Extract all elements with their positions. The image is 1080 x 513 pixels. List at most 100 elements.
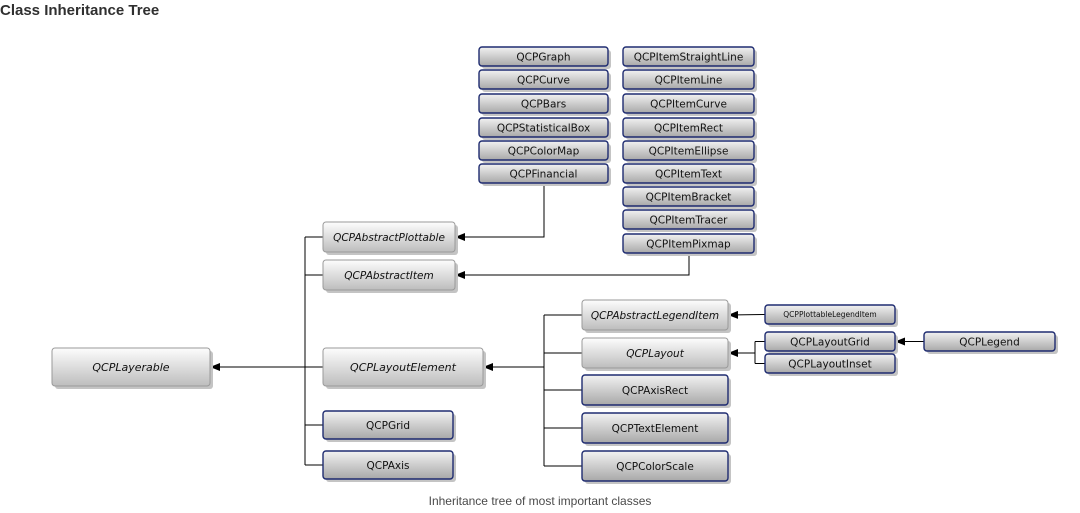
node-box: [764, 331, 896, 352]
node-box: [478, 93, 609, 114]
class-node-qcp-item-pixmap[interactable]: QCPItemPixmap: [622, 233, 757, 256]
class-node-qcp-text-element[interactable]: QCPTextElement: [581, 412, 731, 446]
node-label: QCPLayerable: [92, 361, 169, 374]
node-label: QCPAbstractPlottable: [333, 232, 445, 244]
node-box: [923, 331, 1056, 352]
node-label: QCPItemLine: [655, 74, 723, 86]
node-box: [322, 259, 456, 291]
class-node-qcp-item-text[interactable]: QCPItemText: [622, 163, 757, 186]
node-label: QCPGrid: [366, 420, 410, 432]
node-label: QCPTextElement: [612, 423, 699, 435]
node-box: [478, 140, 609, 161]
node-label: QCPAxisRect: [622, 385, 688, 397]
node-box: [764, 353, 896, 374]
class-node-qcp-layerable[interactable]: QCPLayerable: [51, 347, 213, 389]
class-node-qcp-item-tracer[interactable]: QCPItemTracer: [622, 209, 757, 232]
class-node-qcp-abstract-plottable[interactable]: QCPAbstractPlottable: [322, 221, 458, 255]
node-box: [622, 46, 755, 67]
node-label: QCPFinancial: [510, 168, 578, 180]
node-box: [622, 233, 755, 254]
class-node-qcp-financial[interactable]: QCPFinancial: [478, 163, 611, 186]
class-node-qcp-item-line[interactable]: QCPItemLine: [622, 69, 757, 92]
class-node-qcp-axis[interactable]: QCPAxis: [322, 450, 456, 482]
class-node-qcp-statistical-box[interactable]: QCPStatisticalBox: [478, 117, 611, 140]
connector-lines: [210, 183, 924, 467]
class-nodes: QCPLayerable QCPAbstractPlottableQCPAbstr…: [51, 46, 1058, 484]
node-box: [581, 412, 729, 444]
page-title: Class Inheritance Tree: [0, 2, 160, 19]
node-box: [478, 163, 609, 184]
node-box: [622, 93, 755, 114]
node-label: QCPLayoutGrid: [790, 336, 870, 348]
node-label: QCPItemEllipse: [649, 145, 729, 157]
node-label: QCPAxis: [366, 460, 409, 472]
edge-qcp-plottable-legend-item-to-qcp-abstract-legend-item: [728, 310, 766, 319]
class-node-qcp-item-curve[interactable]: QCPItemCurve: [622, 93, 757, 116]
node-label: QCPItemPixmap: [646, 238, 731, 250]
class-node-qcp-graph[interactable]: QCPGraph: [478, 46, 611, 69]
node-box: [622, 186, 755, 207]
node-label: QCPStatisticalBox: [497, 122, 590, 134]
node-box: [622, 209, 755, 230]
node-label: QCPAbstractLegendItem: [591, 310, 719, 322]
class-node-qcp-color-scale[interactable]: QCPColorScale: [581, 450, 731, 484]
node-label: QCPLayoutInset: [788, 358, 871, 370]
node-label: QCPItemCurve: [650, 98, 727, 110]
class-node-qcp-layout-inset[interactable]: QCPLayoutInset: [764, 353, 898, 376]
node-box: [51, 347, 211, 387]
class-node-qcp-curve[interactable]: QCPCurve: [478, 69, 611, 92]
class-node-qcp-bars[interactable]: QCPBars: [478, 93, 611, 116]
node-label: QCPColorScale: [616, 461, 694, 473]
node-label: QCPColorMap: [508, 145, 580, 157]
node-box: [622, 117, 755, 138]
bus-to-qcp-layerable: [210, 237, 306, 465]
node-box: [622, 69, 755, 90]
class-node-qcp-layout-element[interactable]: QCPLayoutElement: [322, 347, 486, 389]
node-box: [764, 304, 896, 325]
class-node-qcp-abstract-legend-item[interactable]: QCPAbstractLegendItem: [581, 299, 731, 333]
figure-caption: Inheritance tree of most important class…: [428, 494, 652, 508]
edge-qcp-graph-to-qcp-abstract-plottable: [455, 183, 545, 241]
node-box: [478, 69, 609, 90]
node-label: QCPPlottableLegendItem: [783, 310, 876, 319]
node-label: QCPLayout: [626, 348, 685, 360]
class-node-qcp-layout[interactable]: QCPLayout: [581, 337, 731, 371]
class-node-qcp-item-straight-line[interactable]: QCPItemStraightLine: [622, 46, 757, 69]
node-label: QCPItemStraightLine: [634, 51, 744, 63]
class-node-qcp-grid[interactable]: QCPGrid: [322, 410, 456, 442]
node-box: [622, 140, 755, 161]
node-box: [322, 410, 454, 440]
bus-to-qcp-layout: [728, 341, 756, 364]
node-label: QCPItemRect: [654, 122, 723, 134]
bus-to-qcp-layout-element: [483, 315, 545, 466]
node-label: QCPCurve: [517, 74, 570, 86]
class-node-qcp-legend[interactable]: QCPLegend: [923, 331, 1058, 354]
node-label: QCPGraph: [516, 51, 570, 63]
node-label: QCPAbstractItem: [344, 270, 433, 282]
node-box: [322, 221, 456, 253]
node-box: [581, 299, 729, 331]
class-node-qcp-axis-rect[interactable]: QCPAxisRect: [581, 374, 731, 408]
class-node-qcp-layout-grid[interactable]: QCPLayoutGrid: [764, 331, 898, 354]
class-node-qcp-abstract-item[interactable]: QCPAbstractItem: [322, 259, 458, 293]
node-label: QCPBars: [521, 98, 566, 110]
class-node-qcp-item-ellipse[interactable]: QCPItemEllipse: [622, 140, 757, 163]
node-label: QCPLegend: [959, 336, 1020, 348]
class-node-qcp-plottable-legend-item[interactable]: QCPPlottableLegendItem: [764, 304, 898, 327]
node-label: QCPItemTracer: [649, 214, 728, 226]
node-label: QCPLayoutElement: [350, 361, 457, 374]
node-box: [322, 347, 484, 387]
node-label: QCPItemText: [655, 168, 722, 180]
class-node-qcp-item-rect[interactable]: QCPItemRect: [622, 117, 757, 140]
node-box: [322, 450, 454, 480]
node-box: [581, 337, 729, 369]
node-box: [622, 163, 755, 184]
node-box: [581, 374, 729, 406]
edge-qcp-item-straight-line-to-qcp-abstract-item: [455, 253, 690, 279]
node-box: [478, 46, 609, 67]
class-node-qcp-item-bracket[interactable]: QCPItemBracket: [622, 186, 757, 209]
node-box: [581, 450, 729, 482]
node-box: [478, 117, 609, 138]
class-node-qcp-color-map[interactable]: QCPColorMap: [478, 140, 611, 163]
